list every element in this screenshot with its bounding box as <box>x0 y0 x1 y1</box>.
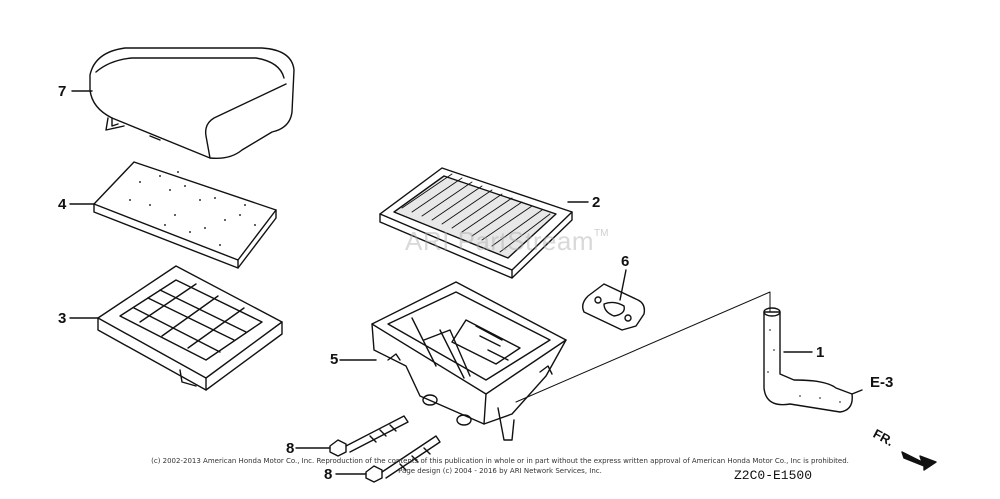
callout-3: 3 <box>58 310 67 327</box>
bolt-upper[interactable] <box>329 415 409 457</box>
watermark: ARI PartStream <box>405 226 595 256</box>
callout-7: 7 <box>58 83 67 100</box>
watermark-trademark: TM <box>594 228 609 239</box>
copyright-line-1: (c) 2002-2013 American Honda Motor Co., … <box>151 457 849 465</box>
callout-2: 2 <box>592 194 601 211</box>
copyright-line-2: Page design (c) 2004 - 2016 by ARI Netwo… <box>398 467 602 475</box>
element-grid[interactable] <box>97 265 283 391</box>
gasket[interactable] <box>581 283 646 331</box>
callout-1: 1 <box>816 344 825 361</box>
callout-8-upper: 8 <box>286 440 295 457</box>
reference-e3: E-3 <box>870 374 894 391</box>
diagram-code: Z2C0-E1500 <box>734 468 813 483</box>
callout-4: 4 <box>58 196 67 213</box>
air-cleaner-case[interactable] <box>371 281 567 441</box>
callout-5: 5 <box>330 351 339 368</box>
front-direction-arrow <box>901 451 937 471</box>
callout-6: 6 <box>621 253 630 270</box>
callout-8-lower: 8 <box>324 466 333 483</box>
paper-filter[interactable] <box>379 167 573 279</box>
breather-tube[interactable] <box>763 307 863 413</box>
copyright-notice: (c) 2002-2013 American Honda Motor Co., … <box>0 456 1000 476</box>
air-cleaner-cover[interactable] <box>89 47 295 160</box>
foam-element[interactable] <box>93 161 277 269</box>
bolt-lower[interactable] <box>365 435 441 483</box>
